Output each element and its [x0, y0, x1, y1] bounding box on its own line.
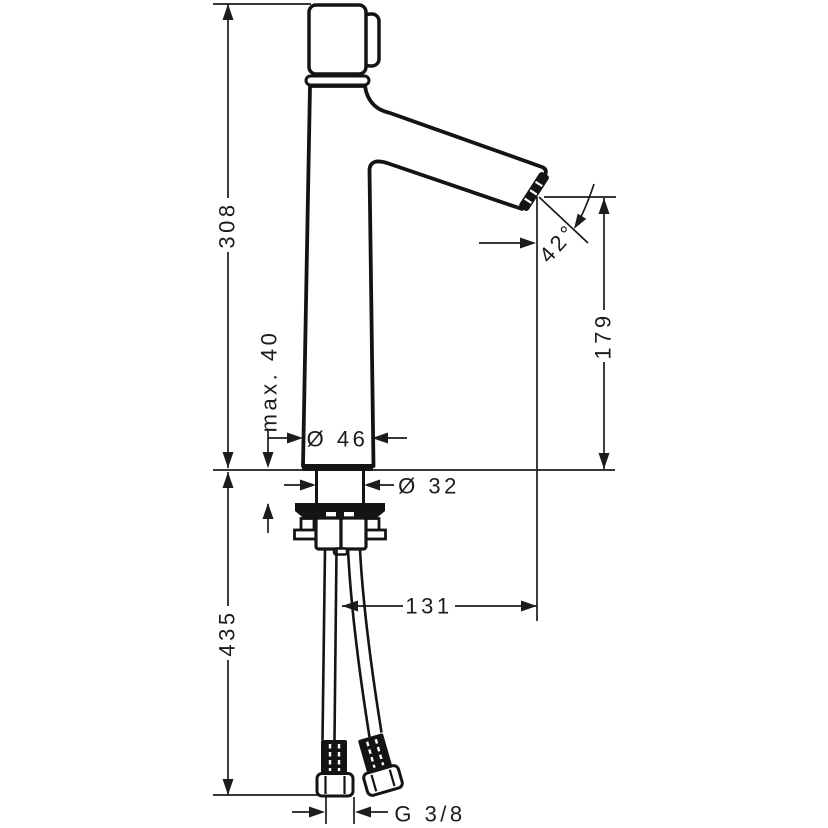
arrow-131-right [521, 600, 537, 612]
connection-thread-label: G 3/8 [394, 802, 465, 827]
arrow-thread-left [309, 806, 325, 818]
hose-coupling-left [314, 516, 343, 551]
faucet [293, 3, 549, 798]
spout-height-label: 179 [591, 312, 616, 359]
arrow-angle-horizontal [520, 237, 536, 249]
arrow-308-top [222, 4, 234, 20]
handle [307, 3, 368, 76]
hose-crimp-right [358, 733, 392, 773]
spout-angle-label: 42° [534, 218, 582, 267]
shank [315, 471, 365, 503]
arrow-131-left [342, 600, 358, 612]
thread-dim-lines [292, 797, 388, 824]
arrow-179-top [598, 198, 610, 214]
connector-left-facets [324, 776, 346, 794]
shank-diameter-label: Ø 32 [398, 474, 460, 499]
arrow-179-bottom [598, 453, 610, 469]
hose-length-label: 435 [215, 609, 240, 656]
mounting-nut [295, 503, 385, 519]
arrow-435-bottom [222, 779, 234, 795]
base-plate [302, 464, 373, 471]
arrow-dia32-right [364, 479, 380, 491]
hose-crimp-left [321, 740, 347, 774]
aerator [519, 172, 549, 211]
arrow-max40-upper [262, 452, 274, 468]
arrow-dia32-left [300, 479, 316, 491]
spout-angle-diagonal-line [538, 196, 589, 244]
hose-connector-right [362, 764, 404, 797]
hose-connector-left [315, 772, 355, 798]
dimension-arrowheads [222, 4, 610, 818]
arrow-thread-right [355, 806, 371, 818]
body-and-spout [301, 84, 548, 468]
dimension-lines [213, 3, 616, 824]
dimension-labels: 308 435 max. 40 179 Ø 46 Ø 32 131 G 3/8 … [215, 201, 616, 826]
arrow-308-bottom [222, 452, 234, 468]
arrow-dia46-left [287, 432, 303, 444]
spout-reach-label: 131 [405, 594, 452, 619]
hose-coupling-right [339, 516, 368, 551]
max-deck-thickness-label: max. 40 [257, 330, 282, 433]
supply-hose-right [346, 549, 383, 738]
body-diameter-label: Ø 46 [307, 427, 369, 452]
supply-hose-left [321, 549, 338, 741]
nut-notch-left [326, 512, 336, 517]
arrow-max40-lower [262, 503, 274, 519]
arrow-435-top [222, 472, 234, 488]
handle-ring [304, 74, 371, 87]
nut-notch-right [344, 512, 354, 517]
arrow-angle-arc [574, 213, 587, 229]
arrow-dia46-right [372, 432, 388, 444]
overall-height-label: 308 [215, 201, 240, 248]
